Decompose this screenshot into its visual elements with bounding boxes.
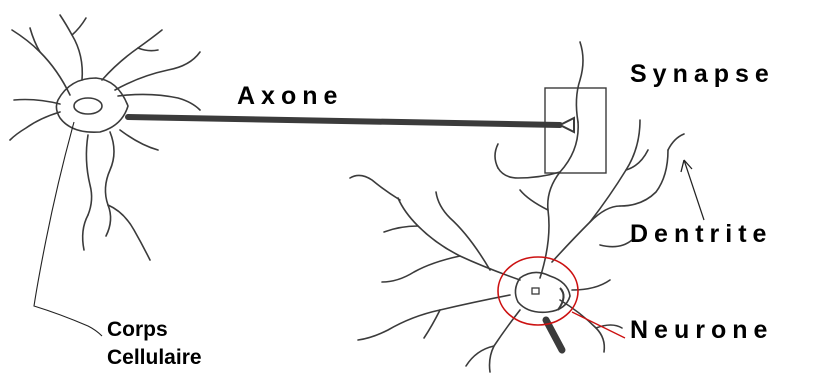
corps-label-line1: Corps <box>107 316 202 344</box>
presynaptic-neuron <box>10 15 200 260</box>
synapse-box <box>545 88 606 173</box>
corps-pointer-line <box>34 122 102 336</box>
presynaptic-nucleus <box>74 98 102 114</box>
corps-cellulaire-label: Corps Cellulaire <box>107 316 202 372</box>
synapse-label: Synapse <box>630 62 775 87</box>
axon-terminal <box>560 118 574 132</box>
neurone-pointer-line <box>572 312 625 338</box>
axone-label: Axone <box>237 84 343 109</box>
presynaptic-soma <box>56 78 128 132</box>
dentrite-pointer-arrow <box>681 160 704 220</box>
postsynaptic-nucleus <box>532 288 539 294</box>
presynaptic-dendrites <box>10 15 200 260</box>
neurone-label: Neurone <box>630 318 773 343</box>
corps-label-line2: Cellulaire <box>107 344 202 372</box>
neurone-highlight-circle <box>498 257 578 325</box>
axon <box>128 117 574 132</box>
dentrite-label: Dentrite <box>630 222 772 247</box>
